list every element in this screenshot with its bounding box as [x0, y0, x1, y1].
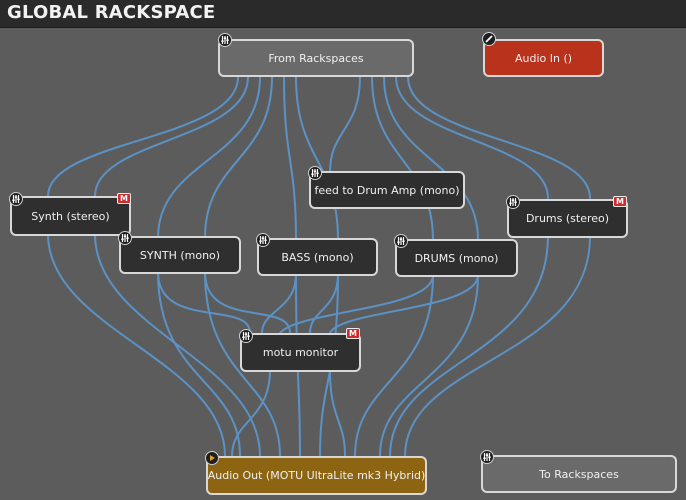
from-rackspaces-node[interactable]: From Rackspaces: [218, 39, 414, 77]
audio-in-label: Audio In (): [514, 51, 573, 65]
wire: [395, 76, 549, 199]
title-bar: GLOBAL RACKSPACE: [0, 0, 686, 28]
wire: [383, 76, 479, 241]
bass-mono-label: BASS (mono): [281, 250, 354, 264]
wire: [279, 274, 434, 334]
audio-in-node[interactable]: Audio In (): [483, 39, 604, 77]
wire: [204, 271, 281, 457]
wire: [94, 233, 261, 457]
audio-out-label: Audio Out (MOTU UltraLite mk3 Hybrid): [207, 469, 426, 482]
wire: [204, 76, 273, 239]
wire: [283, 76, 297, 241]
synth-stereo-label: Synth (stereo): [31, 209, 110, 223]
to-rackspaces-label: To Rackspaces: [539, 467, 619, 481]
wire: [231, 369, 271, 457]
wire: [157, 271, 251, 334]
wire: [371, 76, 434, 241]
wire: [261, 273, 297, 334]
wire: [204, 271, 291, 334]
wire: [329, 369, 346, 457]
audio-out-node[interactable]: Audio Out (MOTU UltraLite mk3 Hybrid): [206, 456, 427, 495]
drums-stereo-label: Drums (stereo): [525, 212, 610, 225]
wire: [354, 274, 434, 457]
plugin-settings-icon[interactable]: [218, 33, 232, 47]
feed-drum-amp-label: feed to Drum Amp (mono): [314, 183, 460, 197]
drums-stereo-node[interactable]: Drums (stereo): [507, 199, 628, 238]
wire: [47, 233, 226, 457]
mute-badge[interactable]: M: [613, 196, 627, 207]
plugin-settings-icon[interactable]: [9, 192, 23, 206]
plugin-settings-icon[interactable]: [239, 329, 253, 343]
wire: [407, 76, 591, 199]
bass-mono-node[interactable]: BASS (mono): [257, 238, 378, 276]
from-rackspaces-label: From Rackspaces: [268, 51, 364, 65]
plugin-settings-icon[interactable]: [506, 195, 520, 209]
wire: [295, 273, 301, 457]
plugin-settings-icon[interactable]: [394, 234, 408, 248]
wire: [157, 271, 241, 457]
synth-mono-node[interactable]: SYNTH (mono): [119, 236, 241, 274]
motu-monitor-label: motu monitor: [262, 346, 339, 359]
edit-pencil-icon[interactable]: [482, 32, 496, 46]
synth-stereo-node[interactable]: Synth (stereo): [10, 196, 131, 236]
wire: [47, 76, 239, 197]
drums-mono-label: DRUMS (mono): [414, 251, 499, 265]
plugin-settings-icon[interactable]: [256, 233, 270, 247]
mute-badge[interactable]: M: [346, 328, 360, 339]
to-rackspaces-node[interactable]: To Rackspaces: [481, 455, 677, 493]
plugin-settings-icon[interactable]: [308, 166, 322, 180]
wire: [319, 273, 339, 457]
drums-mono-node[interactable]: DRUMS (mono): [395, 239, 518, 277]
wire: [295, 76, 339, 241]
wire: [329, 76, 361, 173]
wire: [389, 235, 549, 457]
wire: [157, 76, 261, 239]
plugin-settings-icon[interactable]: [118, 231, 132, 245]
motu-monitor-node[interactable]: motu monitor: [240, 333, 361, 372]
page-title: GLOBAL RACKSPACE: [7, 2, 216, 23]
wire: [404, 235, 591, 457]
feed-drum-amp-node[interactable]: feed to Drum Amp (mono): [309, 171, 465, 209]
wire: [94, 76, 249, 197]
plugin-settings-icon[interactable]: [480, 450, 494, 464]
synth-mono-label: SYNTH (mono): [139, 248, 221, 262]
wire: [379, 274, 479, 457]
wire: [309, 273, 339, 334]
mute-badge[interactable]: M: [117, 193, 131, 204]
play-icon[interactable]: [205, 451, 219, 465]
wire: [329, 274, 479, 334]
